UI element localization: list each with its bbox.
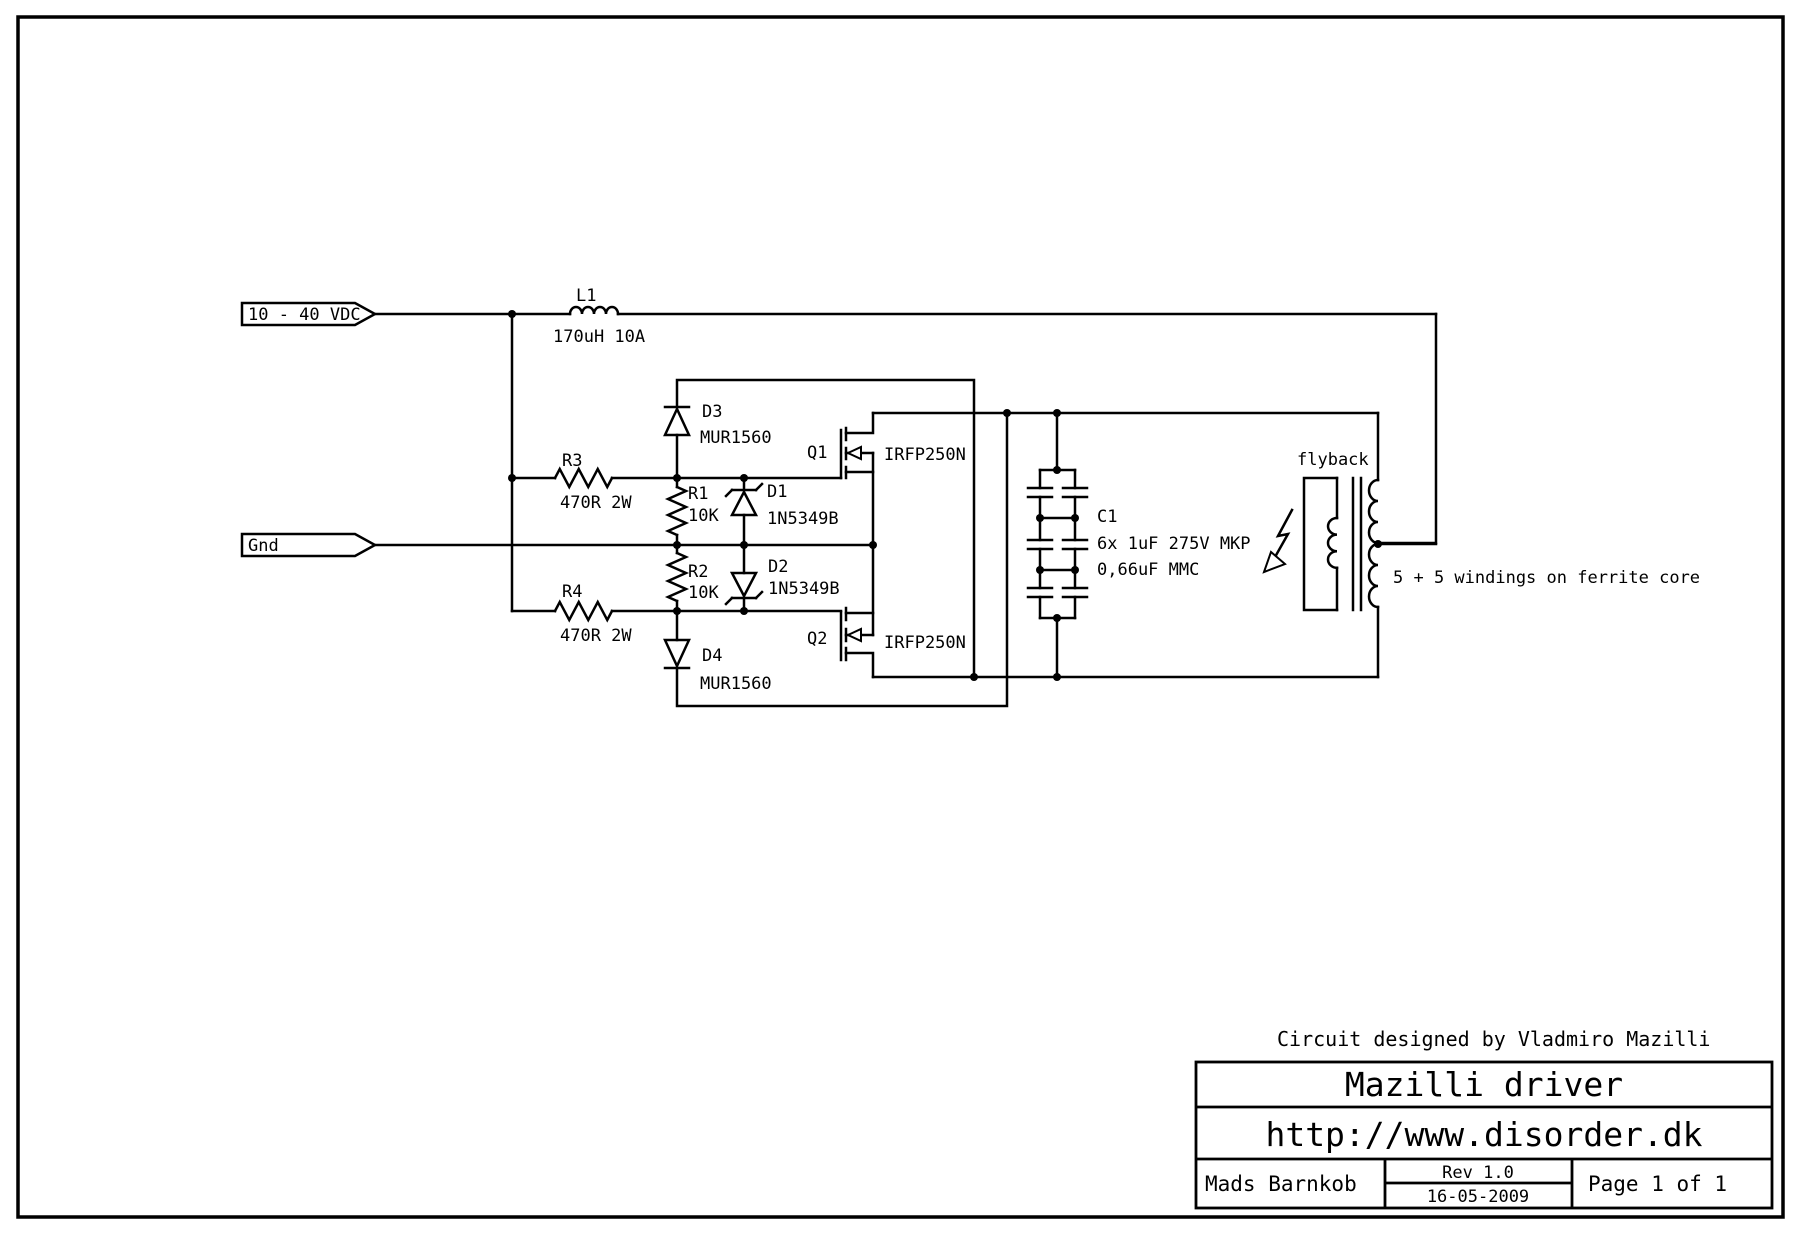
zener-d2-ref: D2: [768, 557, 788, 577]
ground-label: Gnd: [248, 536, 279, 556]
mosfet-q2-ref: Q2: [807, 629, 827, 649]
inductor-l1-ref: L1: [576, 286, 596, 306]
capacitor-c1-value-line2: 0,66uF MMC: [1097, 560, 1199, 580]
title-block-date: 16-05-2009: [1427, 1187, 1529, 1207]
spark-arrow-icon: [1262, 508, 1294, 574]
mosfet-q1-part: IRFP250N: [884, 445, 966, 465]
zener-d1-value: 1N5349B: [767, 509, 839, 529]
resistor-r1-value: 10K: [688, 506, 719, 526]
title-block-author: Mads Barnkob: [1205, 1172, 1357, 1196]
zener-d1: D1 1N5349B: [724, 482, 839, 529]
diode-d4-ref: D4: [702, 646, 722, 666]
mosfet-q2: Q2 IRFP250N: [807, 606, 966, 662]
ground-connector: Gnd: [240, 532, 378, 558]
zener-d2-value: 1N5349B: [768, 579, 840, 599]
diode-d4: D4 MUR1560: [663, 638, 772, 694]
diode-d3: D3 MUR1560: [663, 402, 772, 448]
capacitor-c1-ref: C1: [1097, 507, 1117, 527]
resistor-r3: R3 470R 2W: [553, 451, 632, 513]
resistor-r1-ref: R1: [688, 484, 708, 504]
resistor-r2-ref: R2: [688, 562, 708, 582]
mosfet-q2-part: IRFP250N: [884, 633, 966, 653]
resistor-r4: R4 470R 2W: [553, 582, 632, 646]
title-block-title: Mazilli driver: [1345, 1065, 1623, 1104]
title-block-revision: Rev 1.0: [1442, 1163, 1514, 1183]
zener-d1-ref: D1: [767, 482, 787, 502]
title-block: Mazilli driver http://www.disorder.dk Ma…: [1194, 1060, 1774, 1210]
page-border: [16, 15, 1785, 1219]
flyback-label: flyback: [1297, 450, 1369, 470]
resistor-r4-value: 470R 2W: [560, 626, 632, 646]
resistor-r1: R1 10K: [664, 484, 719, 537]
resistor-r4-ref: R4: [562, 582, 582, 602]
diode-d3-ref: D3: [702, 402, 722, 422]
inductor-l1-value: 170uH 10A: [553, 327, 645, 347]
resistor-r3-ref: R3: [562, 451, 582, 471]
resistor-r3-value: 470R 2W: [560, 493, 632, 513]
resistor-r2-value: 10K: [688, 583, 719, 603]
diode-d3-value: MUR1560: [700, 428, 772, 448]
resistor-r2: R2 10K: [664, 551, 719, 603]
flyback-transformer: flyback 5 + 5 windings on ferrite core: [1262, 450, 1700, 612]
inductor-l1: L1 170uH 10A: [553, 286, 645, 347]
power-input-connector: 10 - 40 VDC: [240, 301, 378, 327]
capacitor-c1-value-line1: 6x 1uF 275V MKP: [1097, 534, 1251, 554]
title-block-page: Page 1 of 1: [1588, 1172, 1727, 1196]
credit-text: Circuit designed by Vladmiro Mazilli: [1277, 1027, 1710, 1051]
power-input-label: 10 - 40 VDC: [248, 305, 361, 325]
winding-annotation: 5 + 5 windings on ferrite core: [1393, 568, 1700, 588]
zener-d2: D2 1N5349B: [724, 557, 840, 606]
diode-d4-value: MUR1560: [700, 674, 772, 694]
junction-dots: [508, 310, 1382, 681]
mosfet-q1: Q1 IRFP250N: [807, 426, 966, 480]
capacitor-bank-c1: C1 6x 1uF 275V MKP 0,66uF MMC: [1026, 486, 1251, 599]
mosfet-q1-ref: Q1: [807, 443, 827, 463]
title-block-url: http://www.disorder.dk: [1265, 1115, 1702, 1154]
